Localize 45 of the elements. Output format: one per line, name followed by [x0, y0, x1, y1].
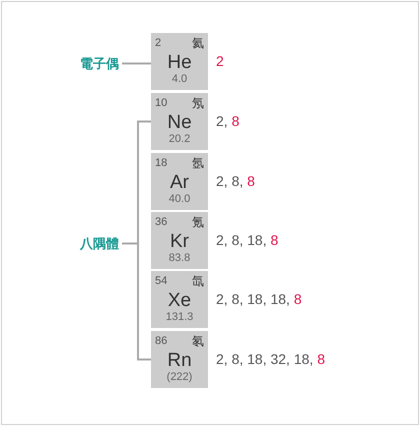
atomic-mass: (222) [166, 372, 194, 383]
outer-shell-count: 8 [317, 351, 325, 367]
element-name: 氙 [192, 275, 204, 287]
element-symbol: Kr [169, 232, 190, 251]
element-name: 氬 [192, 157, 204, 169]
electron-configuration: 2, [216, 113, 228, 129]
element-name: 氦 [192, 37, 204, 49]
atomic-number: 2 [155, 38, 162, 49]
element-tile [151, 33, 208, 90]
element-tile [151, 93, 208, 150]
atomic-mass: 131.3 [164, 312, 194, 323]
atomic-number: 86 [155, 336, 168, 347]
electron-configuration: 2, 8, 18, [216, 232, 267, 248]
element-symbol: He [166, 53, 193, 72]
electron-configuration: 2, 8, 18, 32, 18, [216, 351, 314, 367]
group-label: 八隅體 [80, 237, 119, 250]
element-name: 氪 [192, 216, 204, 228]
atomic-mass: 40.0 [168, 194, 192, 205]
outer-shell-count: 8 [294, 291, 302, 307]
outer-shell-count: 8 [270, 232, 278, 248]
element-name: 氖 [192, 97, 204, 109]
element-symbol: Ar [169, 173, 190, 192]
atomic-mass: 83.8 [168, 253, 192, 264]
atomic-number: 36 [155, 217, 168, 228]
atomic-mass: 20.2 [168, 134, 192, 145]
element-name: 氡 [192, 335, 204, 347]
element-tile [151, 331, 208, 388]
outer-shell-count: 8 [232, 113, 240, 129]
group-label: 電子偶 [80, 57, 119, 70]
element-tile [151, 212, 208, 269]
element-symbol: Rn [166, 351, 193, 370]
electron-configuration: 2, 8, [216, 173, 244, 189]
atomic-number: 18 [155, 158, 168, 169]
outer-shell-count: 2 [216, 53, 224, 69]
atomic-mass: 4.0 [170, 74, 188, 85]
atomic-number: 10 [155, 98, 168, 109]
outer-shell-count: 8 [247, 173, 255, 189]
element-tile [151, 271, 208, 328]
element-symbol: Ne [166, 113, 193, 132]
connector-line [122, 62, 151, 64]
element-symbol: Xe [166, 291, 192, 310]
element-tile [151, 153, 208, 210]
connector-line [122, 242, 151, 360]
electron-configuration: 2, 8, 18, 18, [216, 291, 290, 307]
atomic-number: 54 [155, 276, 168, 287]
